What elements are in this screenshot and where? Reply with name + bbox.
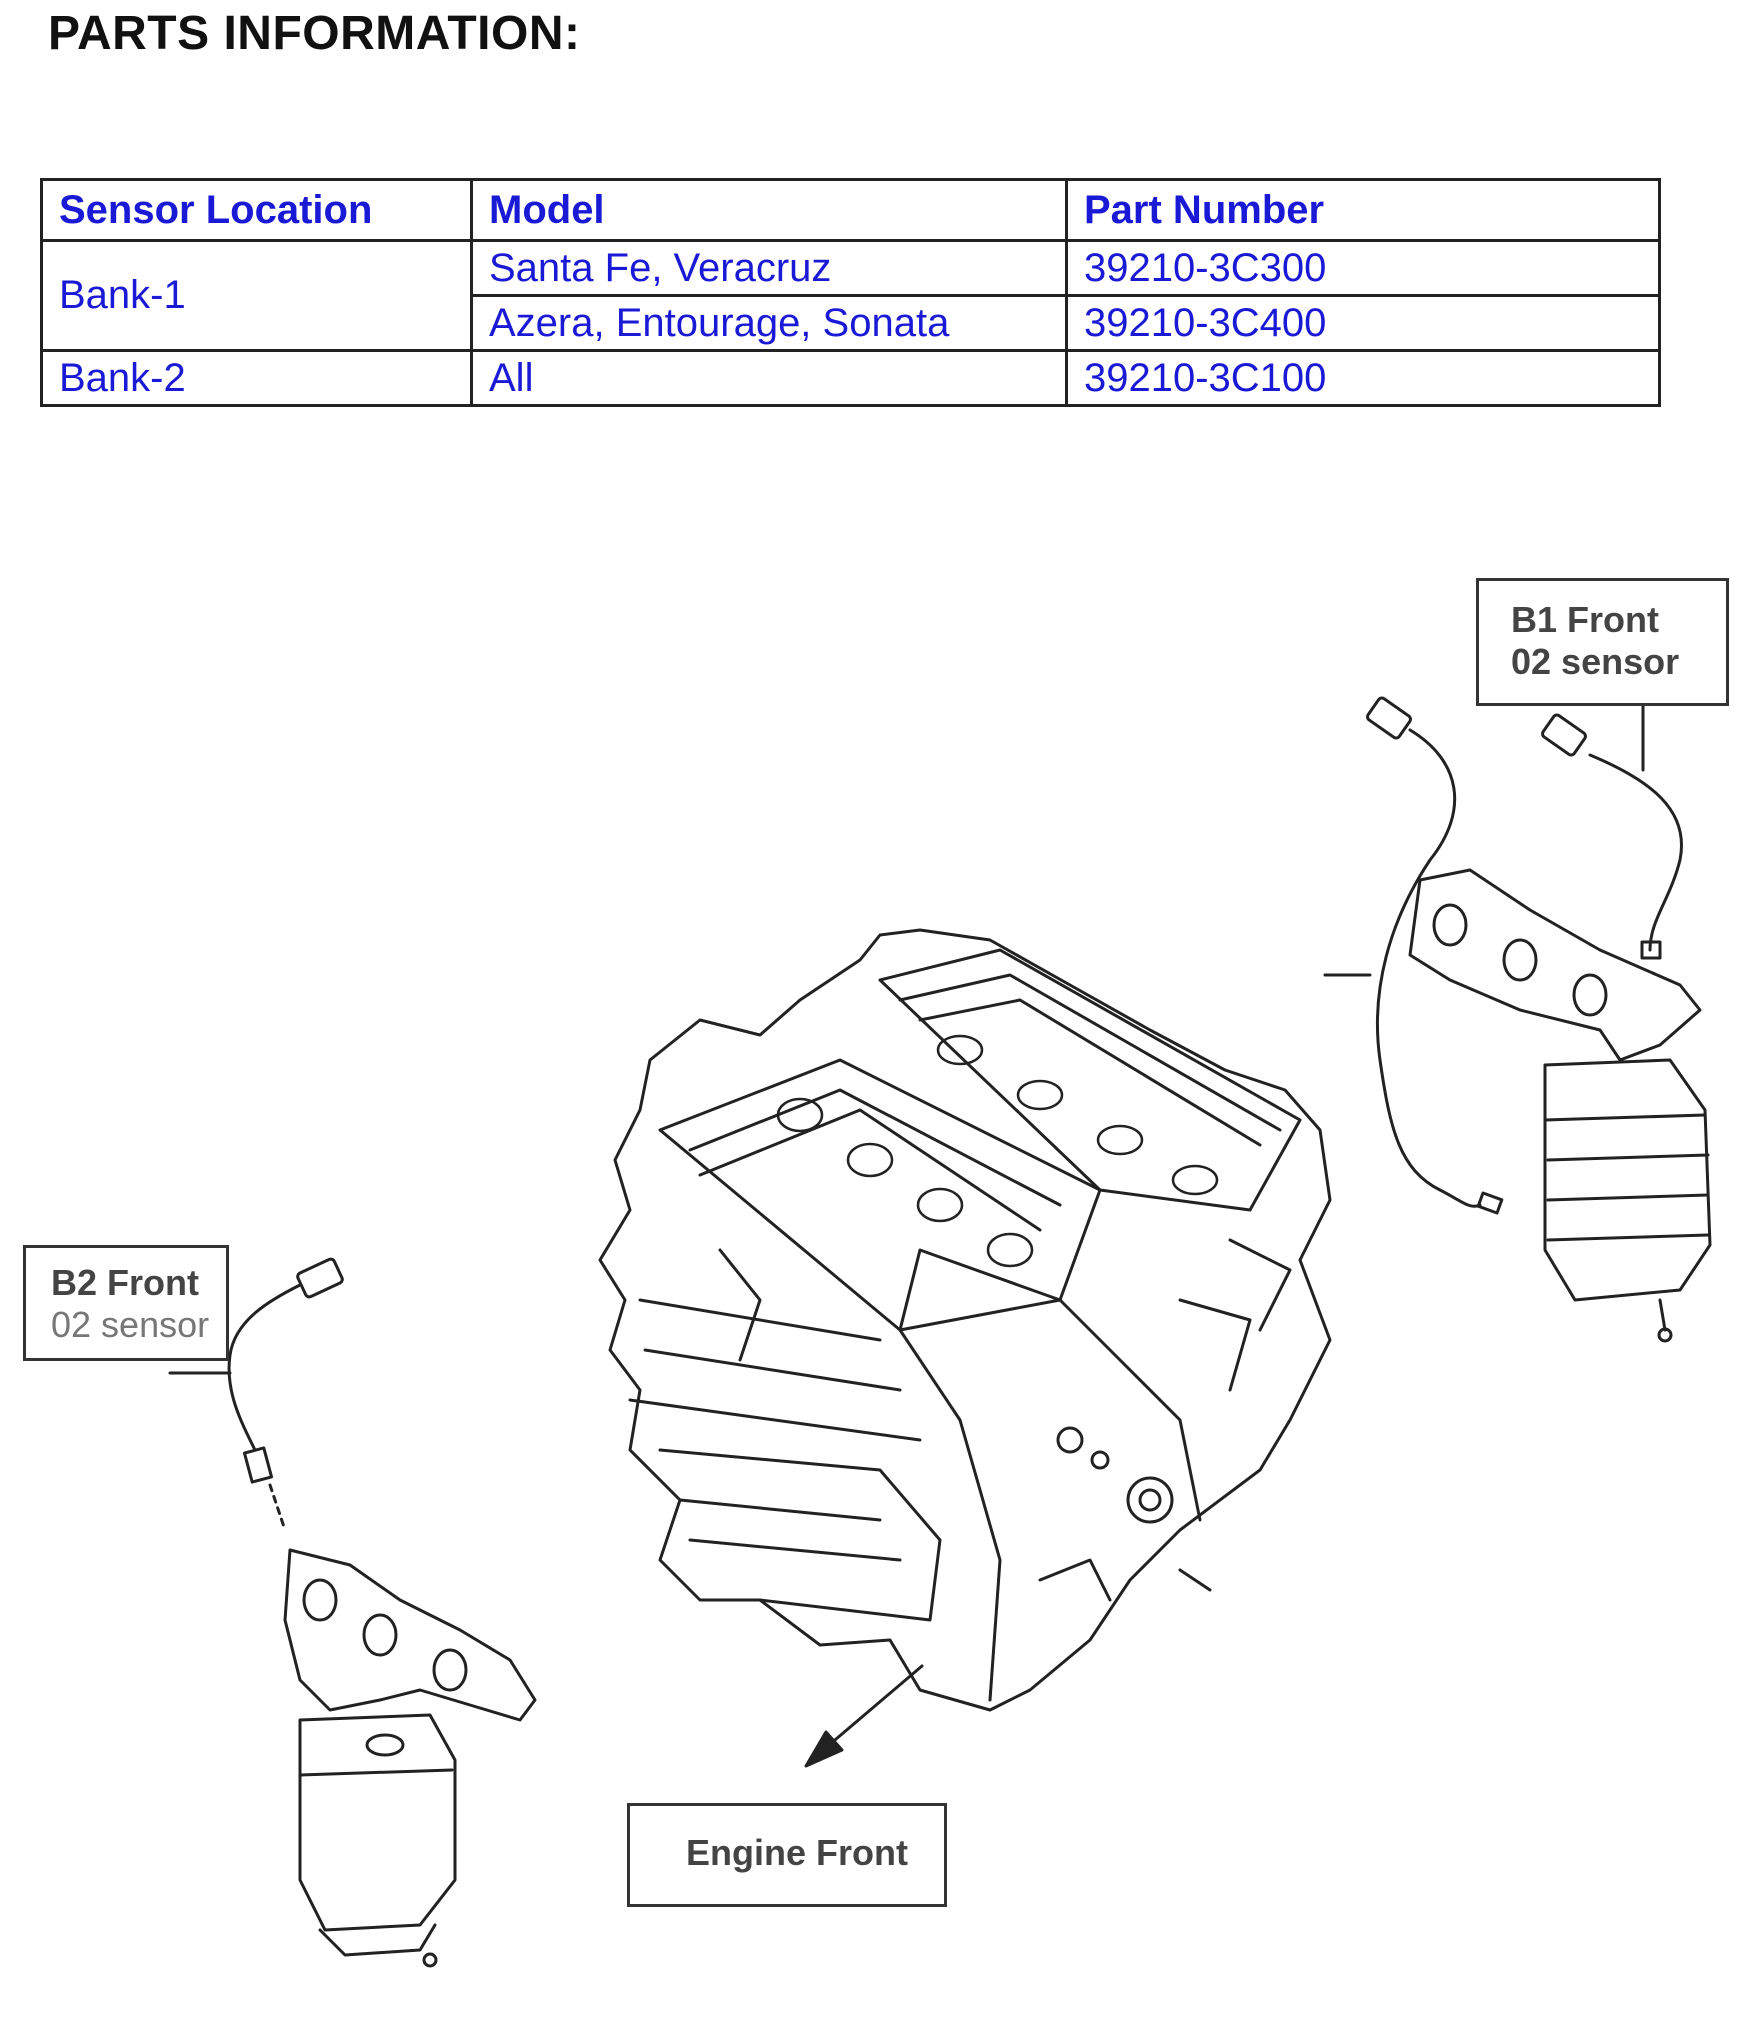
table-row: Bank-1 Santa Fe, Veracruz 39210-3C300 xyxy=(40,239,1661,352)
cell-location: Bank-2 xyxy=(40,349,473,407)
header-sensor-location: Sensor Location xyxy=(40,178,473,242)
cell-model: Azera, Entourage, Sonata xyxy=(470,294,1068,352)
cell-model: All xyxy=(470,349,1068,407)
b1-front-o2-sensor-callout: B1 Front 02 sensor xyxy=(1476,578,1729,706)
engine-front-callout: Engine Front xyxy=(627,1803,947,1907)
header-part-number: Part Number xyxy=(1065,178,1661,242)
b1-callout-line2: 02 sensor xyxy=(1511,641,1680,682)
cell-part-number: 39210-3C300 xyxy=(1065,239,1661,297)
b2-callout-line2: 02 sensor xyxy=(51,1304,210,1345)
b2-front-o2-sensor-callout: B2 Front 02 sensor xyxy=(23,1245,229,1361)
table-row: Bank-2 All 39210-3C100 xyxy=(40,349,1661,407)
header-model: Model xyxy=(470,178,1068,242)
cell-part-number: 39210-3C100 xyxy=(1065,349,1661,407)
b2-o2-sensor-cable xyxy=(168,1257,344,1532)
b1-o2-sensor-cable xyxy=(1323,696,1683,1215)
cell-part-number: 39210-3C400 xyxy=(1065,294,1661,352)
table-row: Azera, Entourage, Sonata 39210-3C400 xyxy=(42,294,1661,352)
table-header-row: Sensor Location Model Part Number xyxy=(40,178,1661,242)
engine-front-arrow xyxy=(804,1664,924,1768)
b2-manifold-catalyst xyxy=(283,1548,537,1968)
cell-model: Santa Fe, Veracruz xyxy=(470,239,1068,297)
engine-front-label: Engine Front xyxy=(686,1832,908,1873)
b1-manifold-catalyst xyxy=(1408,868,1712,1343)
engine-block-illustration xyxy=(598,928,1332,1712)
b2-callout-line1: B2 Front xyxy=(51,1262,199,1303)
page-title: PARTS INFORMATION: xyxy=(48,7,581,60)
parts-table: Sensor Location Model Part Number Bank-1… xyxy=(40,178,1661,407)
b1-callout-line1: B1 Front xyxy=(1511,599,1659,640)
cell-location: Bank-1 xyxy=(40,239,473,352)
